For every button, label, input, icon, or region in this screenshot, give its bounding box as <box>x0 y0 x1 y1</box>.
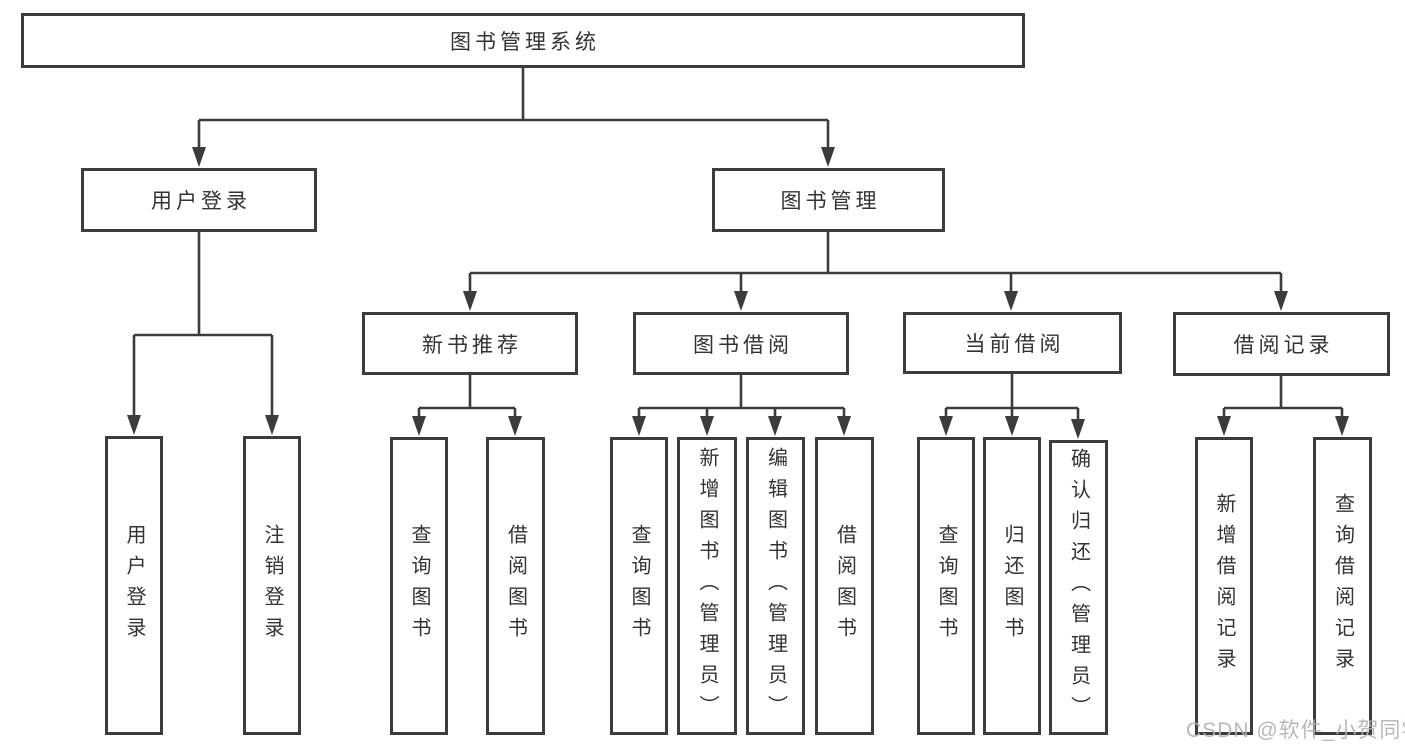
node-borrow-records: 借阅记录 <box>1173 312 1390 376</box>
node-leaf-logout-label: 注销登录 <box>261 523 283 648</box>
node-leaf-br-query-record: 查询借阅记录 <box>1313 437 1372 735</box>
node-borrow-records-label: 借阅记录 <box>1233 334 1334 357</box>
node-leaf-cb-return-book: 归还图书 <box>983 437 1041 735</box>
node-leaf-cb-query-book: 查询图书 <box>917 437 975 735</box>
connector-root-to-level2 <box>197 68 830 148</box>
node-current-borrow: 当前借阅 <box>903 312 1122 374</box>
node-leaf-bb-add-book-label: 新增图书（管理员） <box>696 446 718 726</box>
arrowhead <box>1005 416 1019 436</box>
node-leaf-br-add-record-label: 新增借阅记录 <box>1213 493 1235 679</box>
node-leaf-nbr-query-book: 查询图书 <box>390 437 448 735</box>
node-leaf-cb-confirm-return-label: 确认归还（管理员） <box>1067 448 1090 727</box>
arrowhead <box>127 415 141 435</box>
node-current-borrow-label: 当前借阅 <box>964 333 1065 356</box>
arrowhead <box>192 147 206 167</box>
arrowhead <box>1335 416 1349 436</box>
connector-currentborrow-children <box>944 374 1080 421</box>
arrowhead <box>939 416 953 436</box>
arrowhead <box>700 416 714 436</box>
connector-userlogin-children <box>132 232 274 417</box>
node-book-borrow-label: 图书借阅 <box>693 333 793 357</box>
connector-bookborrow-children <box>637 375 846 418</box>
node-leaf-bb-add-book: 新增图书（管理员） <box>677 437 737 735</box>
node-leaf-nbr-borrow-book-label: 借阅图书 <box>504 524 527 648</box>
arrowhead <box>1274 291 1288 311</box>
node-leaf-logout: 注销登录 <box>243 436 301 735</box>
arrowhead <box>412 416 426 436</box>
node-user-login: 用户登录 <box>81 168 317 232</box>
arrowhead <box>632 416 646 436</box>
node-leaf-user-login-label: 用户登录 <box>123 523 145 648</box>
node-leaf-br-query-record-label: 查询借阅记录 <box>1331 493 1354 679</box>
node-leaf-br-add-record: 新增借阅记录 <box>1195 437 1253 735</box>
node-book-mgmt: 图书管理 <box>712 168 945 232</box>
arrowhead <box>734 291 748 311</box>
node-leaf-bb-query-book: 查询图书 <box>610 437 668 735</box>
watermark: CSDN @软件_小贺同学 <box>1186 719 1405 742</box>
arrowhead <box>1071 419 1085 439</box>
arrowhead <box>265 415 279 435</box>
arrowhead <box>1004 291 1018 311</box>
node-book-borrow: 图书借阅 <box>633 312 849 375</box>
arrowhead <box>837 416 851 436</box>
node-leaf-bb-borrow-book: 借阅图书 <box>815 437 874 735</box>
node-leaf-bb-edit-book: 编辑图书（管理员） <box>746 437 805 735</box>
arrowhead <box>508 416 522 436</box>
node-leaf-user-login: 用户登录 <box>105 436 163 735</box>
node-new-book-rec: 新书推荐 <box>362 312 578 375</box>
node-root: 图书管理系统 <box>21 13 1025 68</box>
node-leaf-bb-borrow-book-label: 借阅图书 <box>833 524 856 648</box>
node-leaf-nbr-borrow-book: 借阅图书 <box>486 437 545 735</box>
node-leaf-bb-query-book-label: 查询图书 <box>628 524 650 648</box>
connector-borrowrecords-children <box>1222 376 1344 418</box>
node-leaf-cb-return-book-label: 归还图书 <box>1001 524 1023 648</box>
arrowhead <box>821 147 835 167</box>
arrowhead <box>1217 416 1231 436</box>
node-leaf-cb-query-book-label: 查询图书 <box>935 524 957 648</box>
node-new-book-rec-label: 新书推荐 <box>422 333 522 357</box>
node-leaf-cb-confirm-return: 确认归还（管理员） <box>1049 440 1108 735</box>
node-root-label: 图书管理系统 <box>450 30 600 54</box>
connector-bookmgmt-children <box>468 232 1283 293</box>
arrowhead <box>463 291 477 311</box>
arrowhead <box>768 416 782 436</box>
node-leaf-bb-edit-book-label: 编辑图书（管理员） <box>764 446 787 726</box>
node-book-mgmt-label: 图书管理 <box>780 190 881 213</box>
node-leaf-nbr-query-book-label: 查询图书 <box>408 524 430 648</box>
node-user-login-label: 用户登录 <box>151 190 251 213</box>
connector-newbookrec-children <box>417 375 517 418</box>
